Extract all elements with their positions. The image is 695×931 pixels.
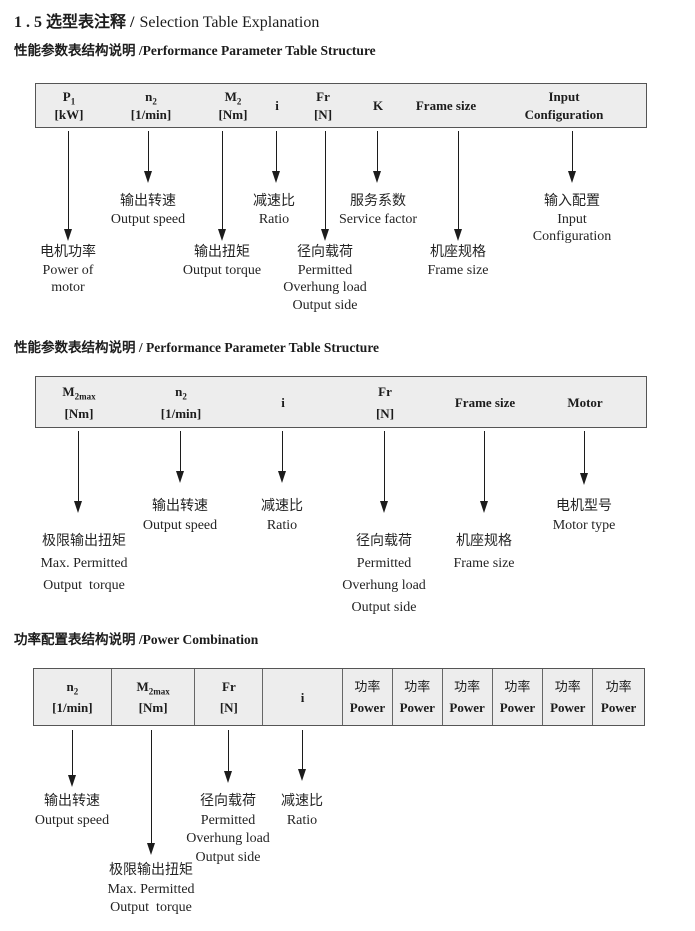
col-fr: Fr [N]: [195, 669, 264, 725]
arrow-down: [320, 131, 329, 241]
arrow-down: [175, 431, 184, 483]
col-power-3: 功率 Power: [443, 669, 493, 725]
col-power-1: 功率 Power: [343, 669, 393, 725]
col-i: i: [281, 394, 285, 410]
arrow-down: [453, 131, 462, 241]
arrow-down: [297, 730, 306, 781]
col-frame-size: Frame size: [415, 98, 477, 113]
col-n2: n2 [1/min]: [160, 383, 202, 421]
arrow-down: [67, 730, 76, 787]
col-power-6: 功率 Power: [600, 679, 637, 715]
col-i: i: [263, 669, 343, 725]
arrow-down: [143, 131, 152, 183]
col-n2: n2 [1/min]: [130, 89, 172, 122]
col-fr: Fr [N]: [375, 383, 395, 421]
section1-heading: 性能参数表结构说明 /Performance Parameter Table S…: [14, 43, 376, 58]
col-power-4: 功率 Power: [493, 669, 544, 725]
col-motor: Motor: [567, 394, 603, 410]
col-p1: P1 [kW]: [54, 89, 84, 122]
arrow-down: [146, 730, 155, 855]
arrow-down: [63, 131, 72, 241]
col-m2: M2 [Nm]: [218, 89, 248, 122]
section2-heading: 性能参数表结构说明 / Performance Parameter Table …: [14, 340, 380, 355]
page-title: 1 . 5 选型表注释 /Selection Table Explanation: [14, 8, 319, 32]
section3-heading: 功率配置表结构说明 /Power Combination: [14, 632, 259, 647]
col-i: i: [275, 98, 279, 113]
col-m2max: M2max [Nm]: [112, 669, 196, 725]
col-fr: Fr [N]: [313, 89, 333, 122]
arrow-down: [379, 431, 388, 513]
col-k: K: [372, 98, 384, 113]
arrow-down: [372, 131, 381, 183]
performance-table-1: P1 [kW] n2 [1/min] M2 [Nm] i Fr [N] K Fr…: [35, 83, 647, 128]
col-power-2: 功率 Power: [393, 669, 443, 725]
col-input-configuration: Input Configuration: [524, 89, 604, 122]
page-title-zh: 1 . 5 选型表注释 /: [14, 14, 135, 31]
performance-table-2: M2max [Nm] n2 [1/min] i Fr [N] Frame siz…: [35, 376, 647, 428]
col-n2: n2 [1/min]: [34, 669, 112, 725]
power-combination-table: n2 [1/min] M2max [Nm] Fr [N] i 功率 Power …: [33, 668, 645, 726]
arrow-down: [217, 131, 226, 241]
arrow-down: [271, 131, 280, 183]
arrow-down: [277, 431, 286, 483]
arrow-down: [579, 431, 588, 485]
page-title-en: Selection Table Explanation: [139, 14, 320, 31]
col-power-5: 功率 Power: [543, 669, 594, 725]
col-m2max: M2max [Nm]: [62, 383, 96, 421]
arrow-down: [567, 131, 576, 183]
col-frame-size: Frame size: [454, 394, 516, 410]
arrow-down: [479, 431, 488, 513]
arrow-down: [223, 730, 232, 783]
arrow-down: [73, 431, 82, 513]
